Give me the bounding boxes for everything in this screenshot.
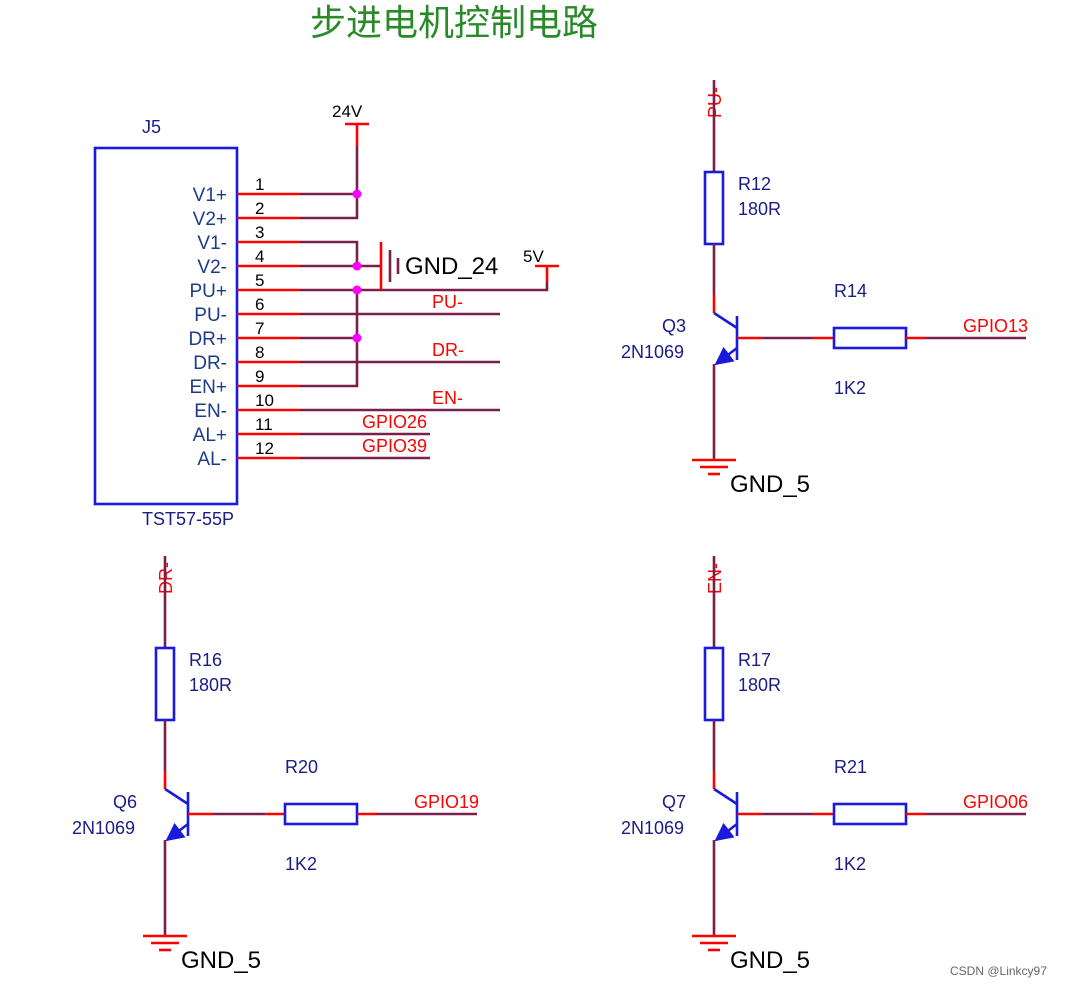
pin-label: V1+ xyxy=(193,185,227,206)
pin-label: DR- xyxy=(193,353,227,374)
connector-wiring xyxy=(300,146,549,460)
transistor-part: 2N1069 xyxy=(621,342,684,362)
pin-number: 5 xyxy=(255,271,264,290)
transistor-part: 2N1069 xyxy=(72,818,135,838)
pin-label: PU- xyxy=(194,305,227,326)
pin-label: PU+ xyxy=(190,281,228,302)
gpio-label: GPIO13 xyxy=(963,316,1028,336)
pin-label: AL- xyxy=(197,449,227,470)
pin-number: 4 xyxy=(255,247,264,266)
connector-body xyxy=(93,146,239,506)
ground-label: GND_5 xyxy=(730,471,810,498)
pin-number: 12 xyxy=(255,439,274,458)
connector-part: TST57-55P xyxy=(142,509,234,529)
watermark: CSDN @Linkcy97 xyxy=(950,964,1047,978)
connector-pins: V1+ 1V2+ 2V1- 3V2- 4PU+ 5PU- 6DR+ 7DR- 8EN+ 9EN- 1… xyxy=(188,175,300,470)
gpio-label: GPIO06 xyxy=(963,792,1028,812)
pin-number: 8 xyxy=(255,343,264,362)
resistor-value: 180R xyxy=(189,675,232,695)
collector-resistor xyxy=(154,646,176,722)
pin-number: 9 xyxy=(255,367,264,386)
pin-number: 6 xyxy=(255,295,264,314)
connector-ref: J5 xyxy=(142,117,161,137)
net-label-gpio26: GPIO26 xyxy=(362,412,427,432)
resistor-value: 180R xyxy=(738,199,781,219)
resistor-ref: R16 xyxy=(189,650,222,670)
transistor-collector xyxy=(713,787,738,806)
pin-label: AL+ xyxy=(193,425,227,446)
net-label-pu: PU- xyxy=(432,292,463,312)
pin-label: DR+ xyxy=(188,329,227,350)
net-label-en: EN- xyxy=(432,388,463,408)
power-5v: 5V xyxy=(523,247,559,282)
pin-number: 1 xyxy=(255,175,264,194)
transistor-ref: Q7 xyxy=(662,792,686,812)
transistor-emitter xyxy=(714,822,738,842)
collector-resistor xyxy=(703,646,725,722)
base-resistor-value: 1K2 xyxy=(285,854,317,874)
transistor-emitter xyxy=(714,346,738,366)
transistor-emitter xyxy=(165,822,189,842)
base-resistor-value: 1K2 xyxy=(834,854,866,874)
pin-label: EN+ xyxy=(190,377,228,398)
junction-dot xyxy=(352,333,362,343)
transistor-ref: Q6 xyxy=(113,792,137,812)
ground-gnd24: GND_24 xyxy=(379,242,498,290)
pin-label: V2+ xyxy=(193,209,227,230)
gpio-label: GPIO19 xyxy=(414,792,479,812)
ground-label: GND_5 xyxy=(181,947,261,974)
base-resistor xyxy=(832,802,908,826)
junction-dot xyxy=(352,285,362,295)
base-resistor xyxy=(832,326,908,350)
resistor-ref: R17 xyxy=(738,650,771,670)
base-resistor-ref: R20 xyxy=(285,757,318,777)
transistor-collector xyxy=(164,787,189,806)
pin-number: 7 xyxy=(255,319,264,338)
net-5v-label: 5V xyxy=(523,247,544,266)
transistor-ref: Q3 xyxy=(662,316,686,336)
resistor-ref: R12 xyxy=(738,174,771,194)
ground-label: GND_5 xyxy=(730,947,810,974)
junction-dot xyxy=(352,189,362,199)
base-resistor xyxy=(283,802,359,826)
page-title: 步进电机控制电路 xyxy=(310,3,598,44)
pin-label: V2- xyxy=(197,257,227,278)
net-gnd24-label: GND_24 xyxy=(405,253,498,280)
transistor-part: 2N1069 xyxy=(621,818,684,838)
net-24v-label: 24V xyxy=(332,102,363,121)
pin-number: 11 xyxy=(255,415,273,434)
pin-label: V1- xyxy=(197,233,227,254)
junction-dot xyxy=(352,261,362,271)
net-label-dr: DR- xyxy=(432,340,464,360)
transistor-collector xyxy=(713,311,738,330)
pin-number: 2 xyxy=(255,199,264,218)
pin-number: 10 xyxy=(255,391,274,410)
power-24v: 24V xyxy=(332,102,369,146)
base-resistor-value: 1K2 xyxy=(834,378,866,398)
collector-resistor xyxy=(703,170,725,246)
resistor-value: 180R xyxy=(738,675,781,695)
base-resistor-ref: R21 xyxy=(834,757,867,777)
pin-number: 3 xyxy=(255,223,264,242)
connector-j5: J5 TST57-55P V1+ 1V2+ 2V1- 3V2- 4PU+ 5PU- 6DR+… xyxy=(93,117,300,529)
net-label-gpio39: GPIO39 xyxy=(362,436,427,456)
base-resistor-ref: R14 xyxy=(834,281,867,301)
pin-label: EN- xyxy=(194,401,227,422)
